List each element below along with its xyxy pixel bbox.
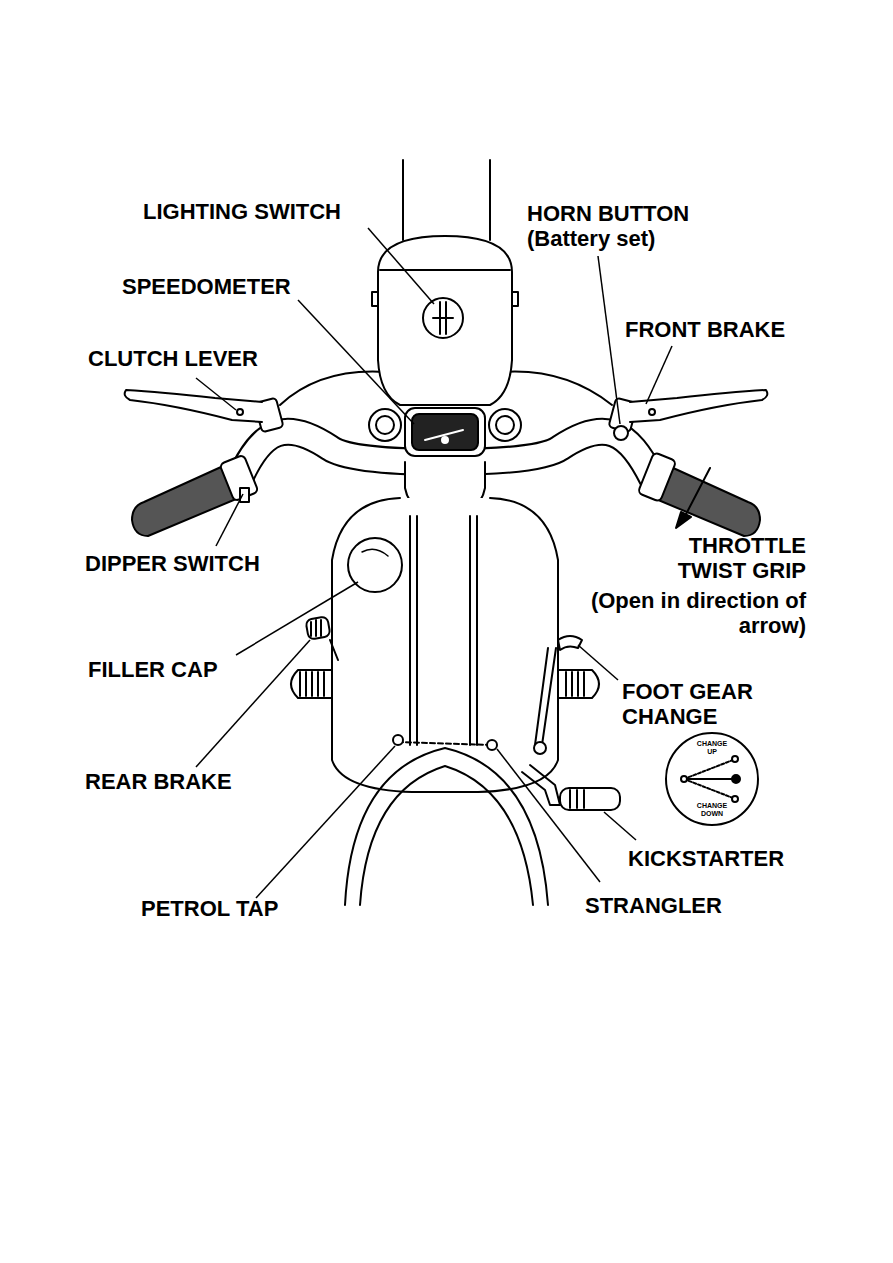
- part-label: HORN BUTTON: [527, 201, 689, 226]
- part-label: STRANGLER: [585, 893, 722, 918]
- dial-text: CHANGE DOWN: [695, 802, 729, 818]
- part-label: THROTTLE TWIST GRIP: [636, 533, 806, 583]
- part-label: FOOT GEAR CHANGE: [622, 679, 792, 729]
- part-label: FRONT BRAKE: [625, 317, 785, 342]
- part-label: SPEEDOMETER: [122, 274, 291, 299]
- part-label: CLUTCH LEVER: [88, 346, 258, 371]
- part-label: REAR BRAKE: [85, 769, 232, 794]
- dial-text: CHANGE UP: [695, 740, 729, 756]
- part-label: (Battery set): [527, 226, 655, 251]
- part-label: FILLER CAP: [88, 657, 218, 682]
- gear-change-dial: CHANGE UP CHANGE DOWN: [665, 732, 759, 826]
- part-label: LIGHTING SWITCH: [143, 199, 341, 224]
- part-label: (Open in direction of arrow): [582, 588, 806, 638]
- part-label: DIPPER SWITCH: [85, 551, 260, 576]
- part-label: PETROL TAP: [141, 896, 278, 921]
- part-label: KICKSTARTER: [628, 846, 784, 871]
